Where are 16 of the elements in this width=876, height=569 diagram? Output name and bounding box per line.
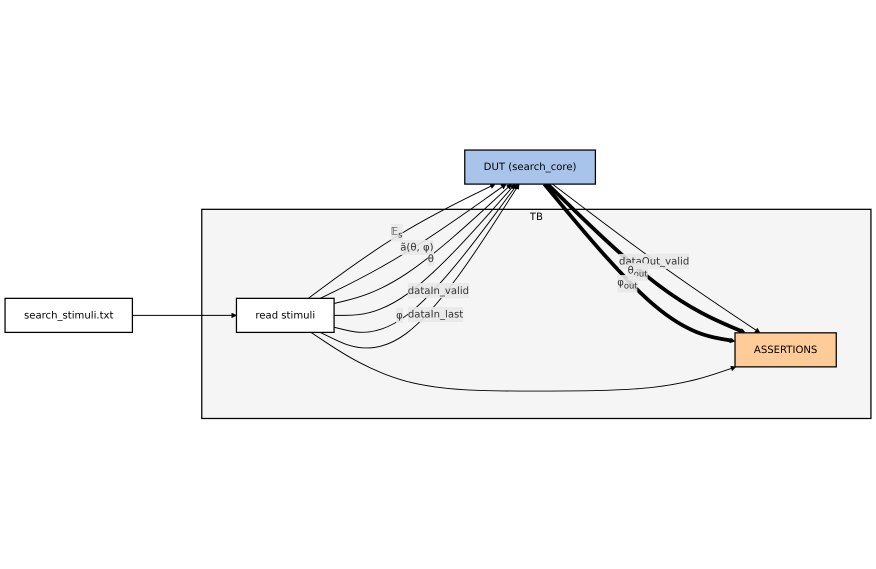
node-box: read stimuli (236, 298, 335, 334)
edge-label: dataOut_valid (619, 255, 690, 268)
edge-label: φ$_{out}$ (617, 276, 638, 292)
arrow (132, 312, 237, 318)
edge-label: dataIn_last (408, 308, 464, 320)
edge-label: ã(θ, φ) (400, 241, 434, 254)
arrow (310, 332, 736, 392)
node-box: ASSERTIONS (734, 332, 837, 368)
edge-label: θ$_{out}$ (628, 264, 648, 280)
edge-label: dataIn_valid (408, 284, 470, 297)
edge-label: 𝔼$_{s}$ (390, 225, 403, 240)
node-box: search_stimuli.txt (4, 298, 134, 334)
edge-label: θ (428, 252, 434, 265)
arrow (320, 184, 520, 349)
edge-label: φ (396, 309, 403, 322)
node-box: DUT (search_core) (464, 150, 596, 185)
